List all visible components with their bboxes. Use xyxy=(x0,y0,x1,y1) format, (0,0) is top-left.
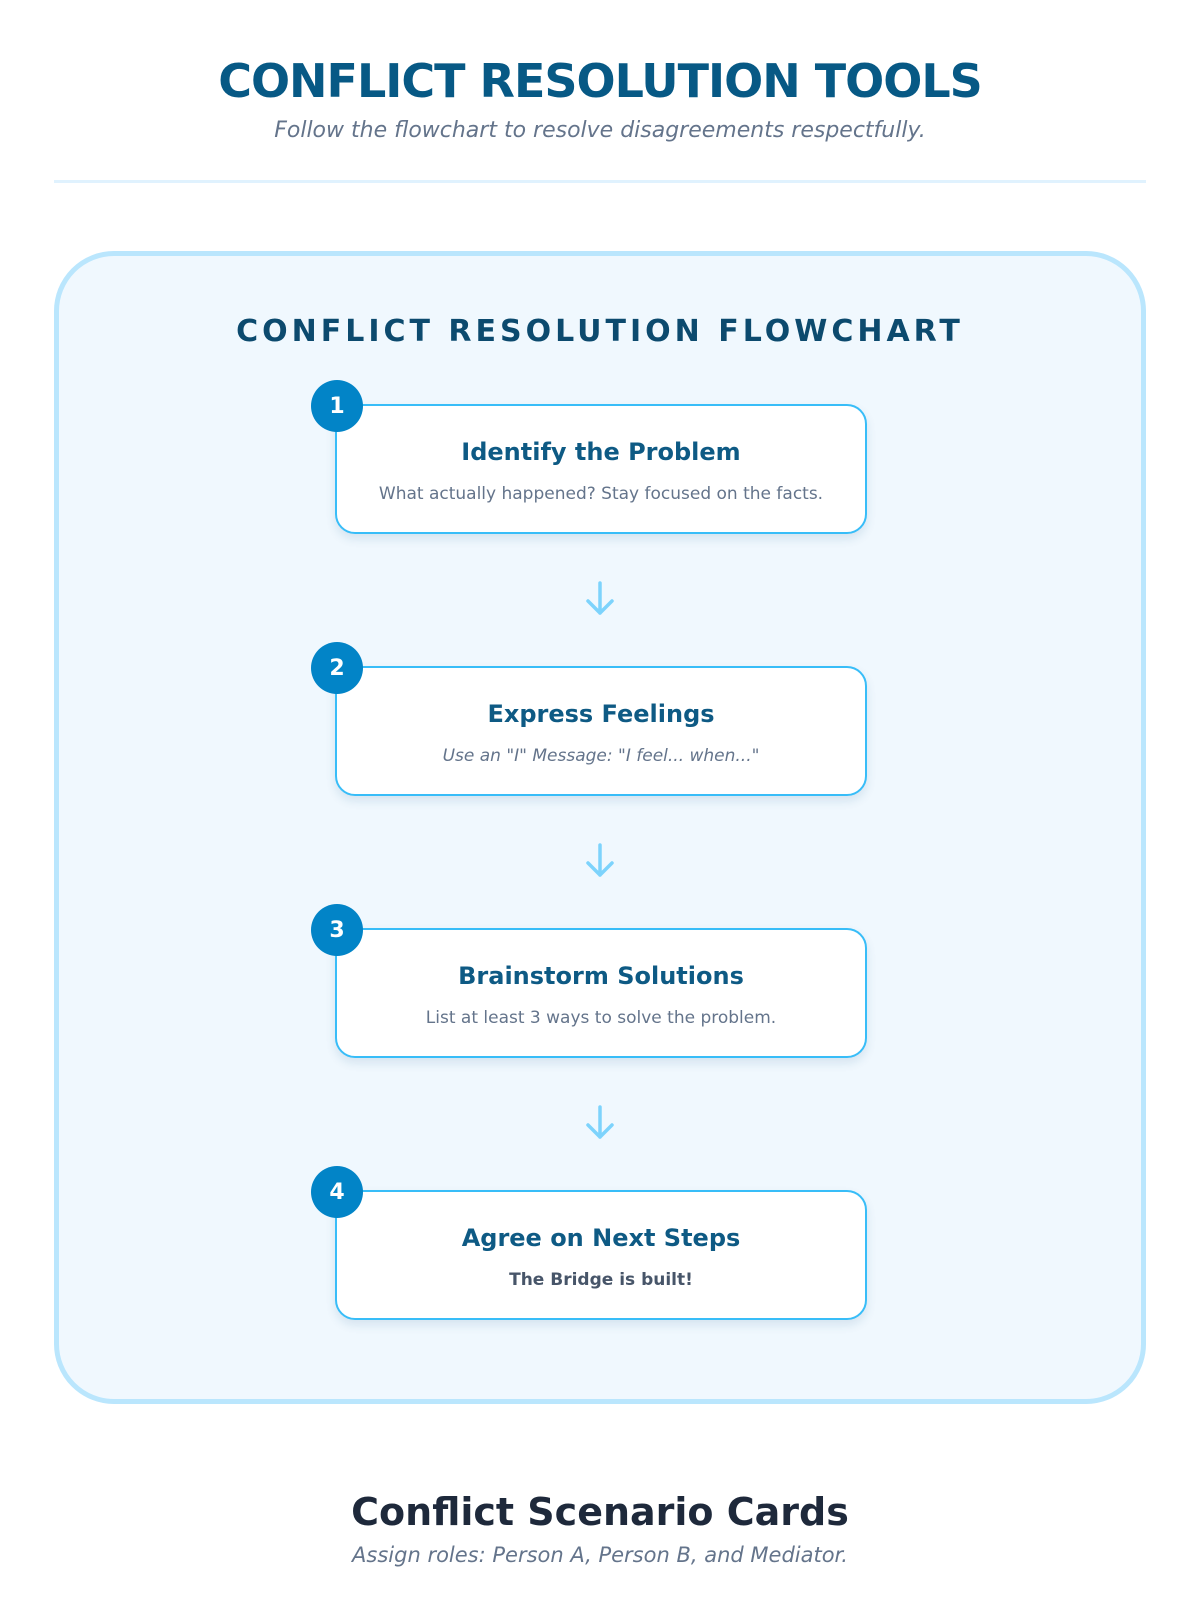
step-description: The Bridge is built! xyxy=(509,1270,693,1290)
step-title: Agree on Next Steps xyxy=(461,1224,741,1252)
step-description: Use an "I" Message: "I feel... when..." xyxy=(442,746,760,766)
step-description: List at least 3 ways to solve the proble… xyxy=(425,1008,777,1028)
flowchart-step-4: 4 Agree on Next Steps The Bridge is buil… xyxy=(311,1166,867,1320)
arrow-down-icon xyxy=(586,843,614,877)
flowchart-step-3: 3 Brainstorm Solutions List at least 3 w… xyxy=(311,904,867,1058)
step-title: Identify the Problem xyxy=(461,438,741,466)
step-number-badge: 4 xyxy=(311,1166,363,1218)
step-title: Brainstorm Solutions xyxy=(458,962,744,990)
page-subtitle: Follow the flowchart to resolve disagree… xyxy=(274,118,926,143)
arrow-down-icon xyxy=(586,1105,614,1139)
scenario-cards-title: Conflict Scenario Cards xyxy=(351,1490,849,1534)
flowchart-step-1: 1 Identify the Problem What actually hap… xyxy=(311,380,867,534)
step-title: Express Feelings xyxy=(487,700,715,728)
header-divider xyxy=(54,180,1146,183)
flowchart-title: CONFLICT RESOLUTION FLOWCHART xyxy=(236,314,964,349)
scenario-cards-subtitle: Assign roles: Person A, Person B, and Me… xyxy=(352,1543,848,1567)
flowchart-step-2: 2 Express Feelings Use an "I" Message: "… xyxy=(311,642,867,796)
step-number-badge: 2 xyxy=(311,642,363,694)
step-number-badge: 1 xyxy=(311,380,363,432)
step-number-badge: 3 xyxy=(311,904,363,956)
arrow-down-icon xyxy=(586,581,614,615)
step-description: What actually happened? Stay focused on … xyxy=(378,484,824,504)
page-title: CONFLICT RESOLUTION TOOLS xyxy=(218,54,983,108)
